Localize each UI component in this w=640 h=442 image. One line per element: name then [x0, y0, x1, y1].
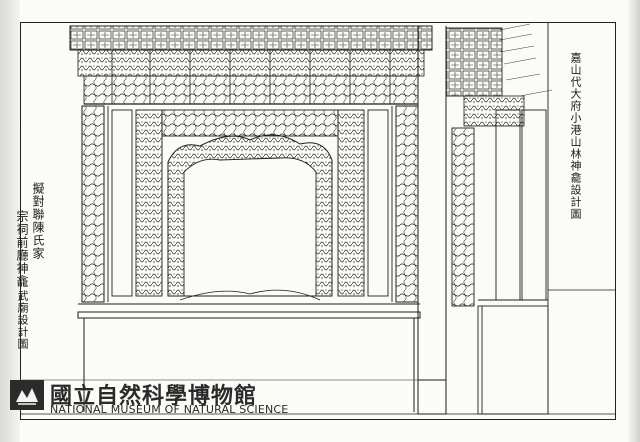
top-bracket-beam — [69, 25, 433, 105]
inner-carved-panels — [135, 109, 365, 297]
left-inscription-2: 宗祠前廳神龕 — [15, 210, 29, 288]
shrine-base — [22, 303, 440, 412]
couplet-panels — [107, 106, 393, 302]
museum-logo-icon — [10, 380, 44, 410]
left-inscription-3: 武廟設計圖 — [16, 290, 29, 350]
museum-name-en: NATIONAL MUSEUM OF NATURAL SCIENCE — [50, 403, 289, 416]
side-divider — [417, 26, 447, 415]
left-inscription-1: 擬對聯陳氏家 — [31, 182, 45, 260]
right-border-lines — [20, 289, 616, 415]
drawing-title: 嘉山代大府小港山林神龕設計圖 — [569, 52, 582, 220]
outer-columns — [81, 105, 419, 303]
central-arch — [167, 134, 333, 301]
museum-name-zh: 國立自然科學博物館 — [50, 384, 258, 409]
page-margin-shadow — [0, 0, 20, 442]
side-elevation — [445, 22, 553, 415]
page-edge-shadow — [628, 0, 640, 442]
drawing-frame — [20, 22, 616, 420]
